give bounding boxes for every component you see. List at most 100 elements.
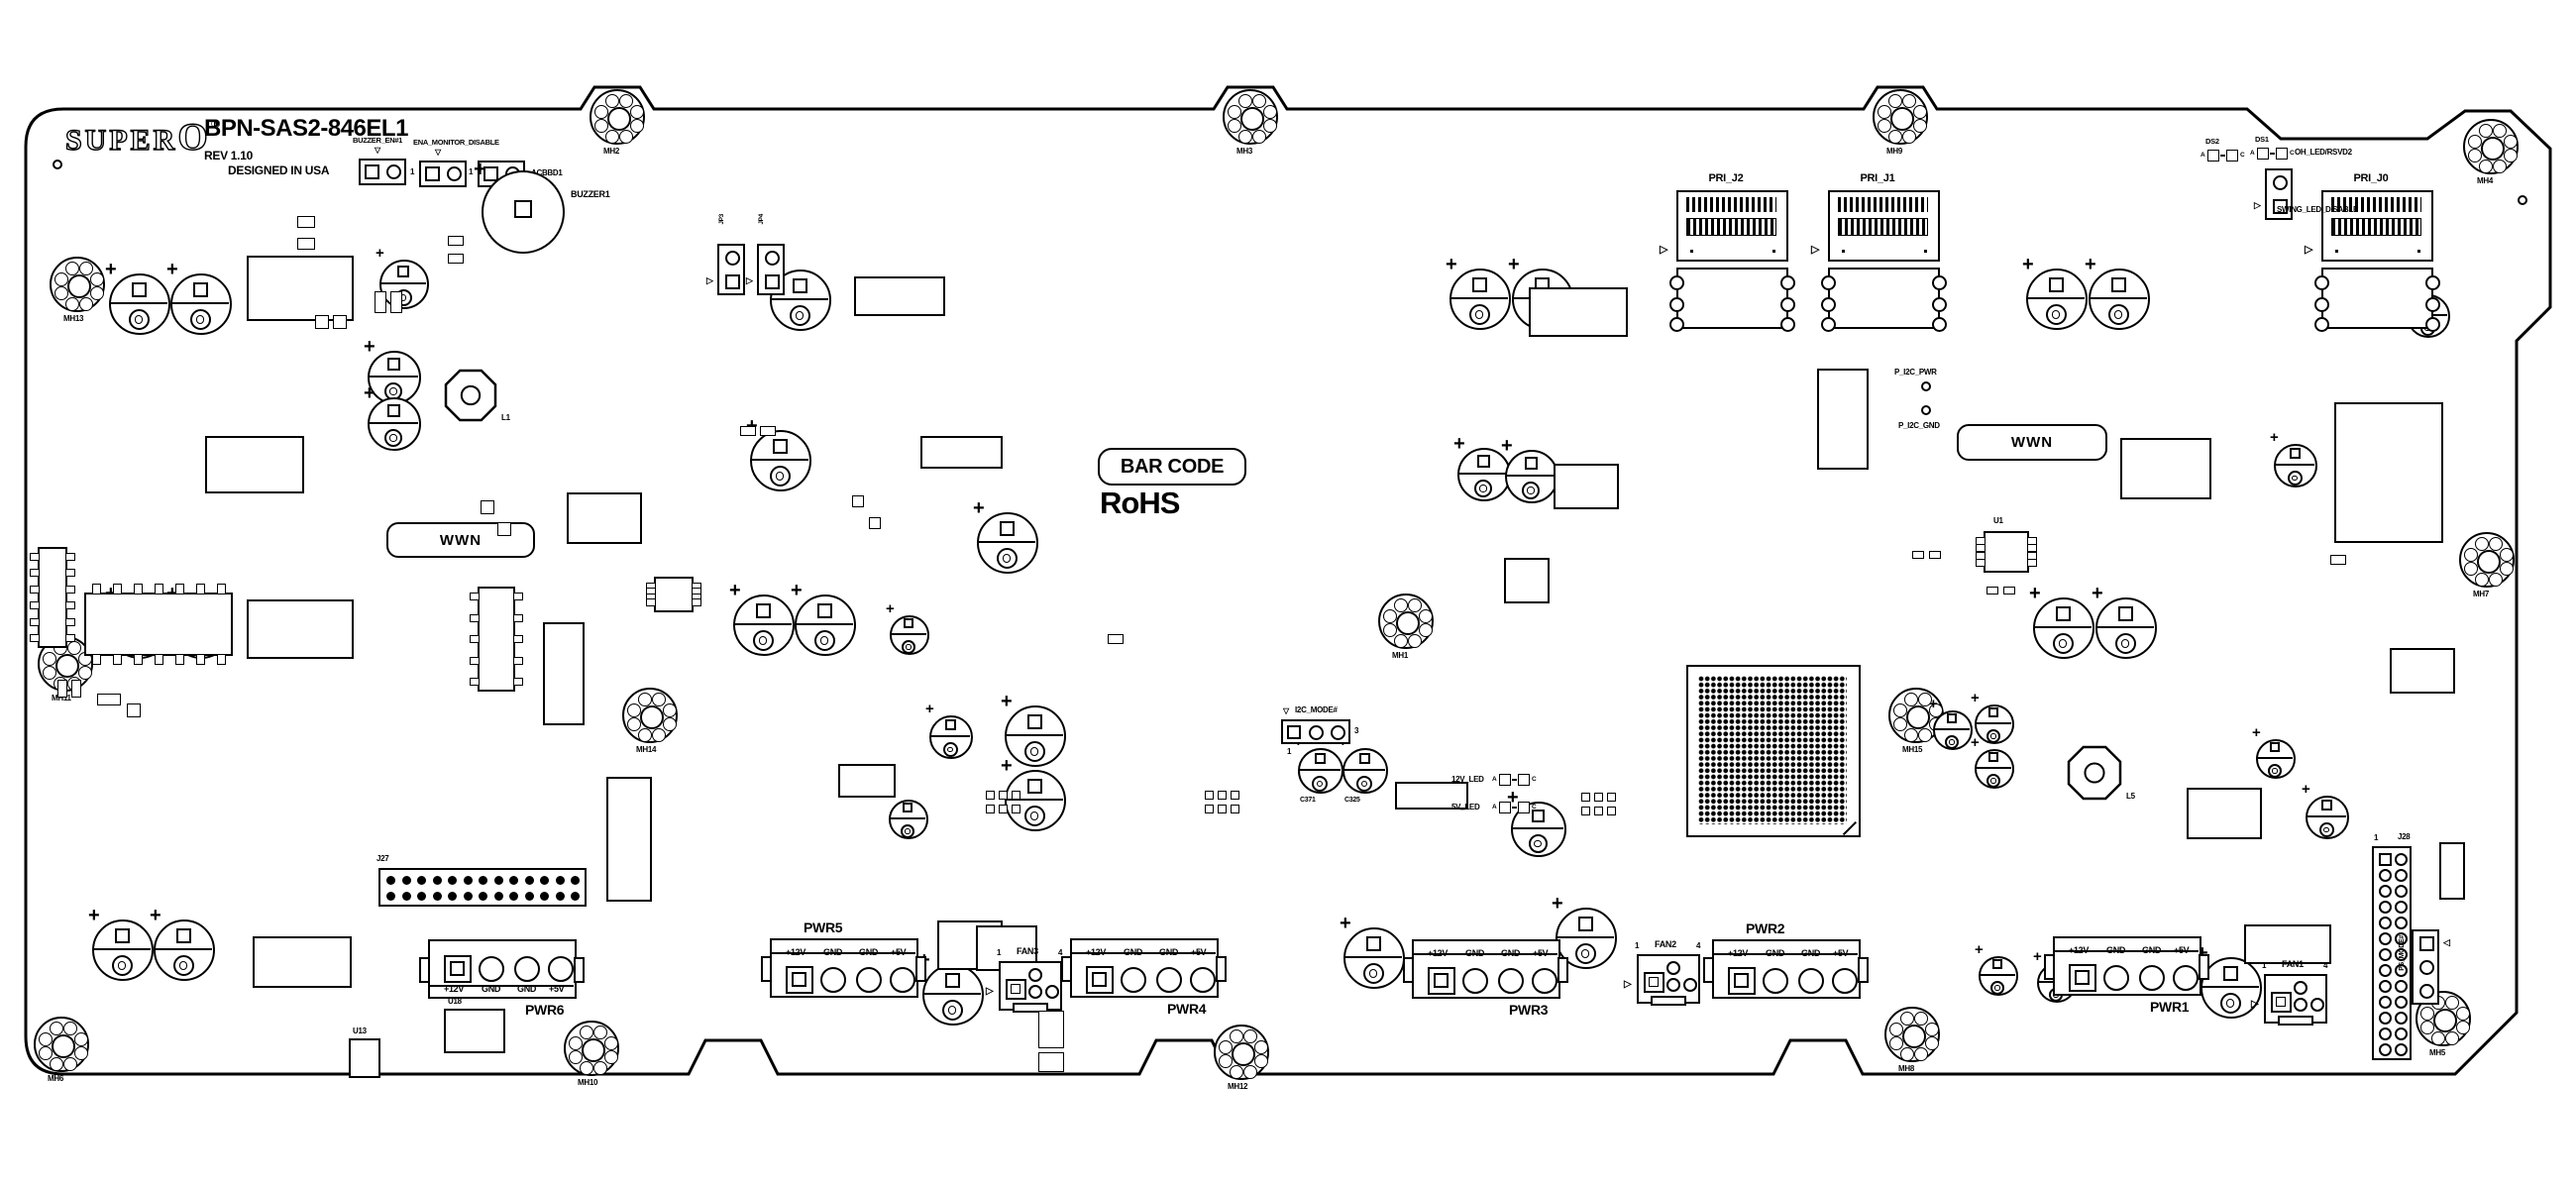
mounting-hole <box>590 89 645 145</box>
pin-label: +12V <box>1428 948 1449 958</box>
pin-header-J28 <box>2372 846 2412 1060</box>
label: MH6 <box>48 1074 63 1083</box>
small-component <box>57 680 67 698</box>
label: + <box>1446 254 1457 275</box>
label: + <box>886 600 895 617</box>
label: 3 <box>1354 726 1359 735</box>
test-point <box>1921 381 1931 391</box>
label: J27 <box>376 854 389 863</box>
label: + <box>364 382 376 404</box>
registered-mark: ® <box>210 116 224 131</box>
label: U1 <box>1993 516 2003 525</box>
label: + <box>105 259 117 280</box>
small-component <box>740 426 756 436</box>
small-component <box>333 315 347 329</box>
component-outline <box>1554 464 1619 509</box>
capacitor <box>154 919 215 981</box>
component-outline <box>854 276 945 316</box>
capacitor <box>1979 956 2018 996</box>
label: + <box>2092 583 2103 604</box>
label: + <box>2022 254 2034 275</box>
label: MH12 <box>1228 1082 1248 1091</box>
capacitor <box>1449 269 1511 330</box>
capacitor <box>92 919 154 981</box>
capacitor <box>1005 770 1066 831</box>
label: + <box>1501 435 1513 457</box>
component-outline <box>976 925 1037 971</box>
label: 12V_LED <box>1451 775 1484 784</box>
capacitor <box>2026 269 2088 330</box>
component-outline <box>1395 782 1468 810</box>
label: 1 <box>997 948 1002 957</box>
capacitor <box>2033 597 2094 659</box>
buzzer <box>482 170 565 254</box>
label: 1 <box>410 167 415 176</box>
small-component <box>97 694 121 705</box>
small-component <box>1038 1011 1064 1048</box>
ic-chip <box>470 587 523 692</box>
label: JP4 <box>758 214 765 225</box>
label: 4 <box>2323 961 2328 970</box>
component-outline <box>606 777 652 902</box>
capacitor <box>922 964 984 1026</box>
label: PWR4 <box>1167 1001 1207 1017</box>
capacitor <box>368 397 421 451</box>
pin-label: GND <box>517 984 537 994</box>
label: + <box>1971 690 1980 706</box>
label: + <box>2270 429 2279 446</box>
component-outline <box>920 436 1003 469</box>
small-component <box>315 315 329 329</box>
label: PS_MODE# <box>2399 935 2406 971</box>
board-origin: DESIGNED IN USA <box>228 163 330 177</box>
small-component <box>127 703 141 717</box>
small-component <box>297 238 315 250</box>
label: 1 <box>2374 833 2379 842</box>
jumper-ENA_MONITOR_DISABLE <box>419 161 467 187</box>
wwn-label-box: WWN <box>1957 424 2107 461</box>
label: MH15 <box>1902 745 1923 754</box>
pin-label: GND <box>2106 945 2126 955</box>
pin-label: GND <box>1159 947 1179 957</box>
capacitor <box>977 512 1038 574</box>
board-revision: REV 1.10 <box>204 149 253 162</box>
jumper-JP4: ▷ <box>746 244 785 295</box>
pin-label: +12V <box>786 947 806 957</box>
component-outline <box>2334 402 2443 543</box>
smd-pad-cluster <box>986 791 1023 816</box>
capacitor <box>1933 710 1973 750</box>
component-outline <box>444 1009 505 1053</box>
small-component <box>2003 587 2015 594</box>
label: MH7 <box>2473 590 2489 598</box>
label: OH_LED/RSVD2 <box>2295 148 2352 157</box>
capacitor <box>1505 450 1558 503</box>
inductor-L1 <box>444 369 497 422</box>
capacitor <box>379 260 429 309</box>
label: 4 <box>1058 948 1063 957</box>
component-outline <box>2439 842 2465 900</box>
label: 1 <box>2262 961 2267 970</box>
label: + <box>364 336 376 358</box>
label: + <box>1001 755 1013 777</box>
pin-label: GND <box>1766 948 1785 958</box>
component-outline <box>247 599 354 659</box>
label: + <box>2197 942 2208 964</box>
label: + <box>791 580 803 601</box>
sas-connector-PRI_J0: ▷ <box>2305 190 2440 332</box>
supermicro-logo: SUPERO® <box>64 116 224 159</box>
fan-connector-FAN3: ▷ <box>986 961 1062 1013</box>
label: + <box>150 905 161 926</box>
component-outline <box>2390 648 2455 694</box>
label: PWR5 <box>804 919 843 935</box>
label: MH3 <box>1236 147 1252 156</box>
small-component <box>1038 1052 1064 1072</box>
pin-label: GND <box>859 947 879 957</box>
capacitor <box>2089 269 2150 330</box>
mounting-hole <box>1873 89 1928 145</box>
capacitor <box>170 273 232 335</box>
small-component <box>2330 555 2346 565</box>
component-outline <box>1817 369 1869 470</box>
label: SWING_LED_DISABLE <box>2277 205 2359 214</box>
pin-label: +5V <box>891 947 907 957</box>
